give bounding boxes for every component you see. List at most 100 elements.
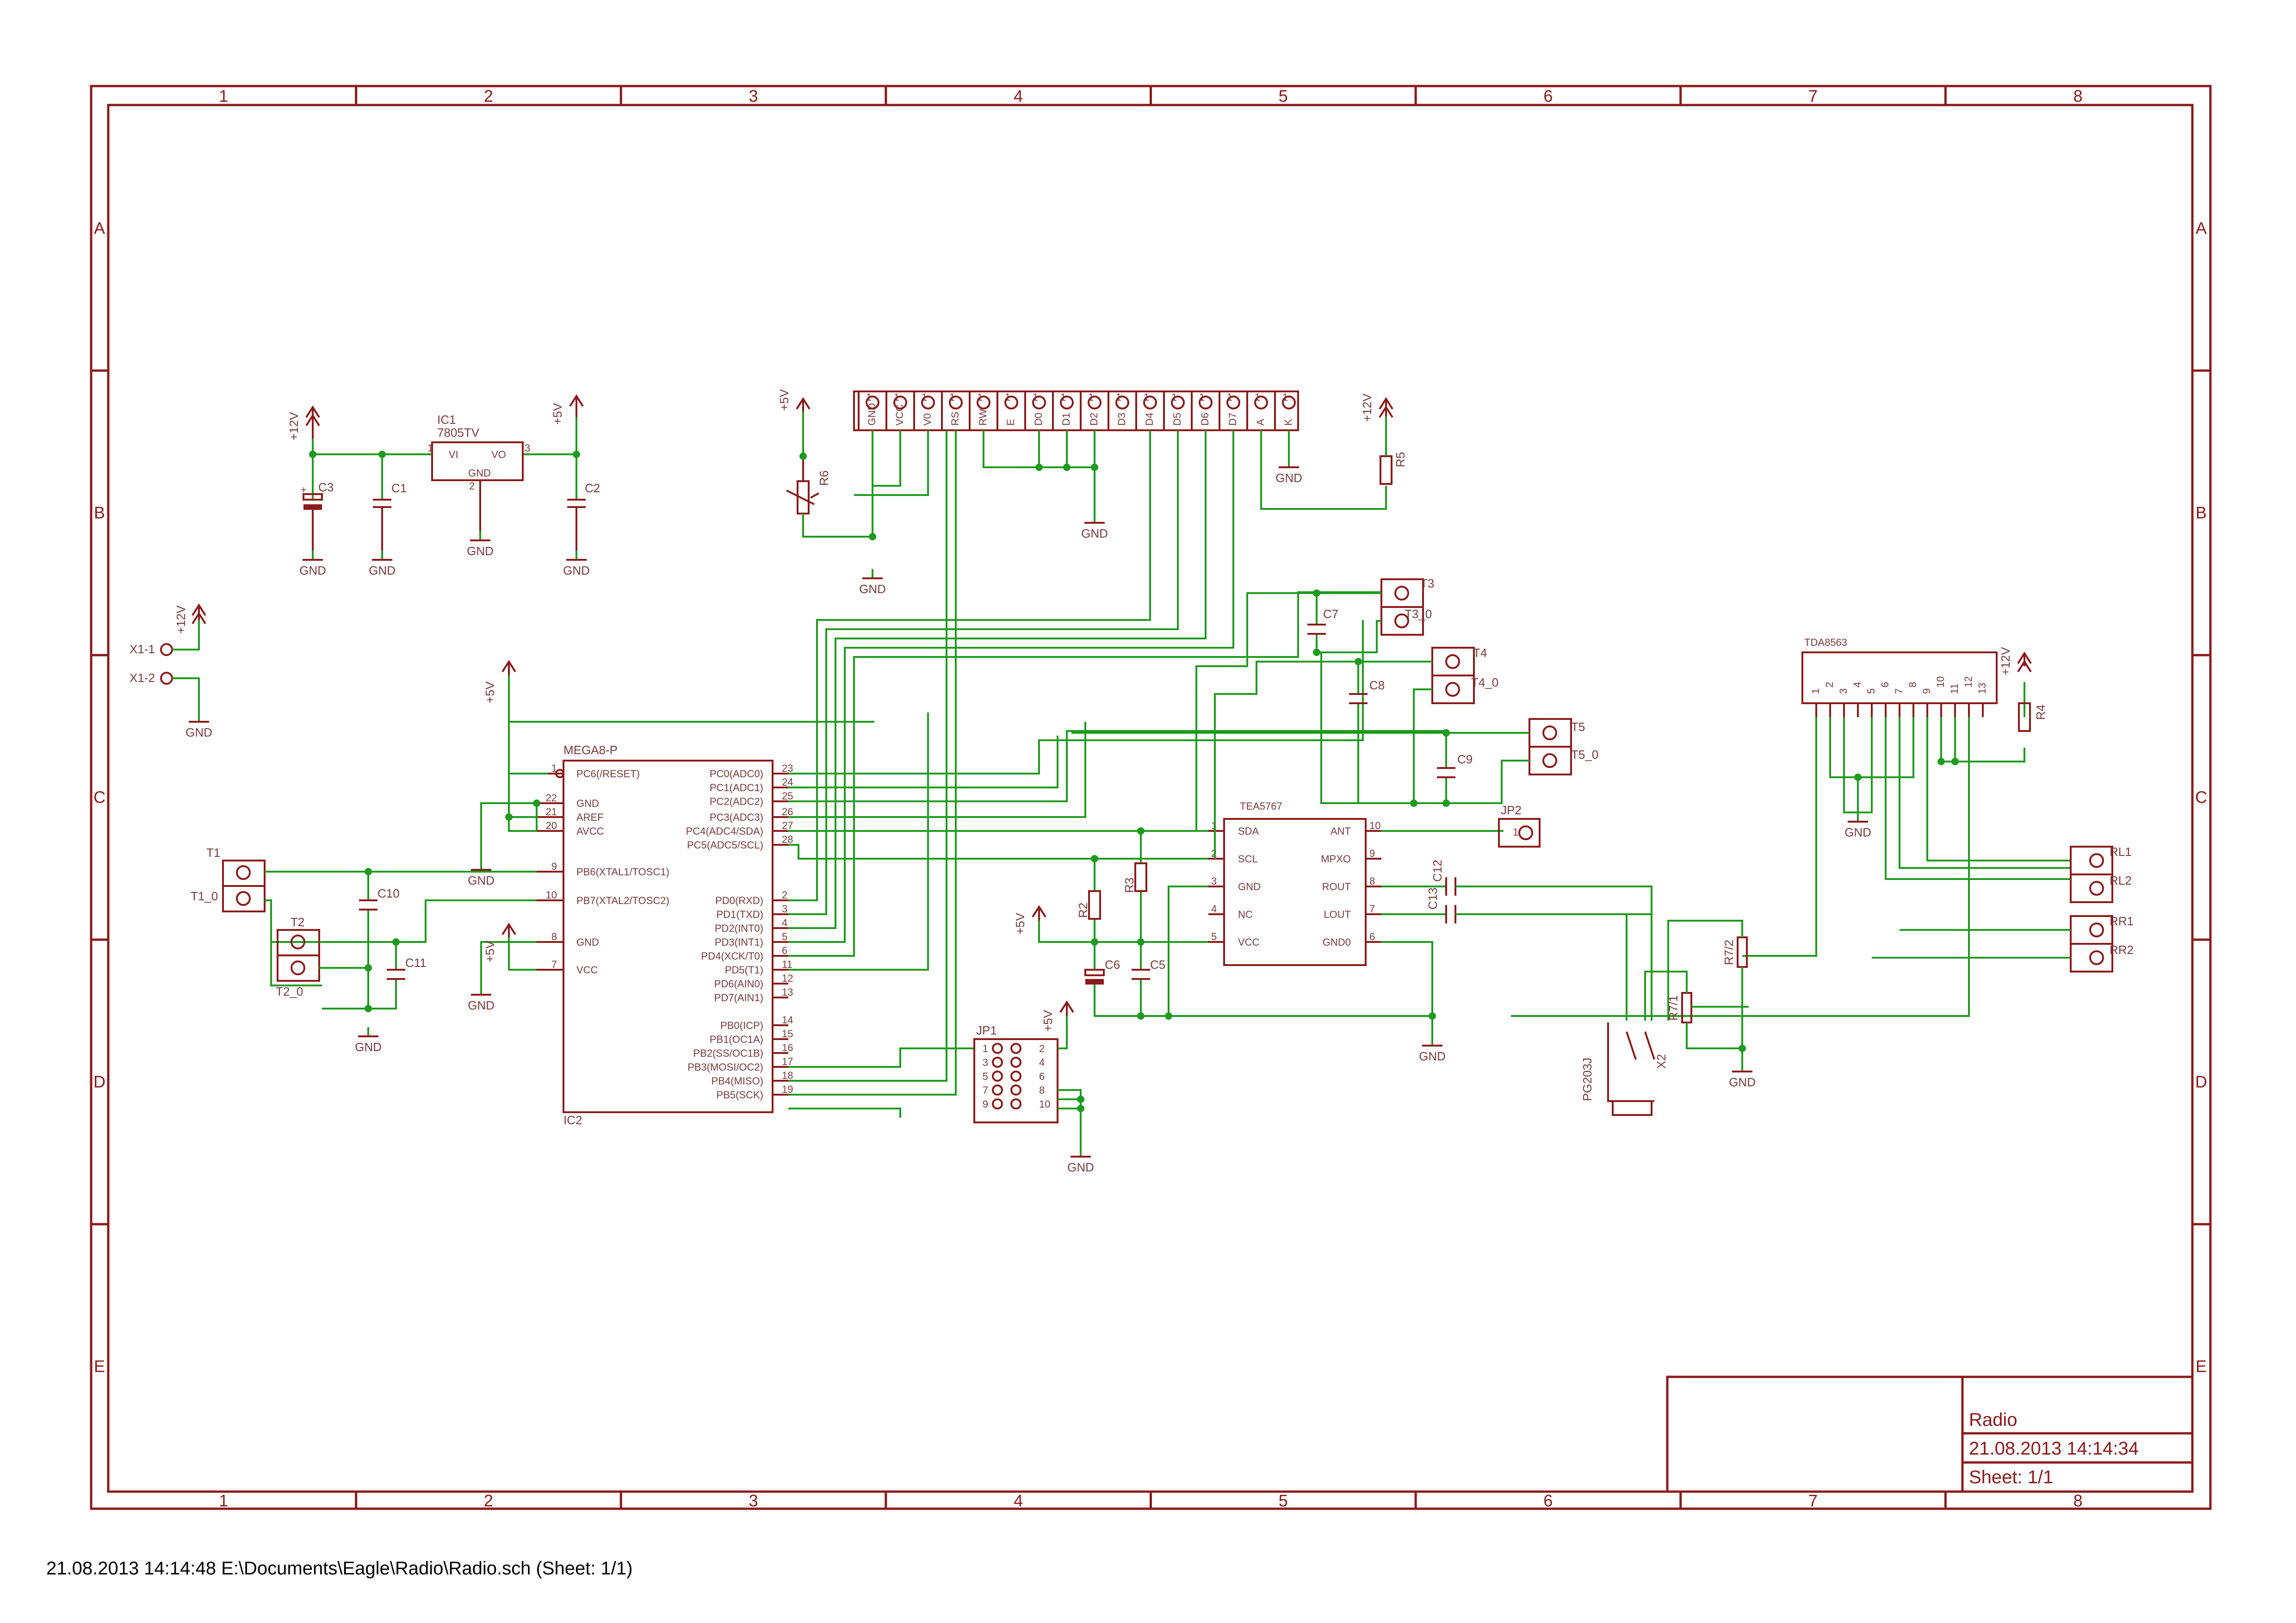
capacitor-c1: C1 xyxy=(373,481,407,551)
tda-pin-number: 4 xyxy=(1851,682,1863,688)
svg-text:C5: C5 xyxy=(1150,958,1165,972)
mega-pin-name: PB3(MOSI/OC2) xyxy=(687,1061,763,1073)
tea-pin-name: GND xyxy=(1238,881,1261,892)
mega-pin-name: PC6(/RESET) xyxy=(576,768,640,780)
power-12v-symbol: +12V xyxy=(287,405,320,440)
svg-text:RR1: RR1 xyxy=(2110,914,2134,928)
svg-text:+12V: +12V xyxy=(174,605,188,634)
lcd-pin-hole xyxy=(1199,396,1213,409)
lcd-pin-label: V0 xyxy=(922,413,933,426)
tea-pin-name: ANT xyxy=(1331,825,1351,837)
lcd-pin-number: 1 xyxy=(1144,391,1149,403)
mega-pin-name: PC3(ADC3) xyxy=(710,812,763,823)
mega-pin-number: 4 xyxy=(782,917,787,929)
svg-text:R6: R6 xyxy=(817,471,831,486)
svg-text:C13: C13 xyxy=(1426,887,1440,910)
svg-text:C9: C9 xyxy=(1457,752,1473,766)
lcd-pin-hole xyxy=(1254,396,1268,409)
lcd-pin-label: GND xyxy=(866,403,878,426)
lcd-pin-label: RS xyxy=(949,411,961,426)
lcd-pin-hole xyxy=(1032,396,1046,409)
tda-wiring: R4 +12V xyxy=(1511,647,2071,1017)
mega-pin-number: 21 xyxy=(546,806,557,818)
column-label-bottom: 7 xyxy=(1808,1491,1818,1510)
mega-pin-name: PB0(ICP) xyxy=(720,1020,763,1031)
jp1-pin-hole xyxy=(992,1057,1003,1068)
mega-pin-name: AVCC xyxy=(576,825,604,837)
svg-text:1: 1 xyxy=(427,442,433,454)
mega-pin-name: PB1(OC1A) xyxy=(710,1034,763,1045)
mega-pin-name: PC4(ADC4/SDA) xyxy=(686,825,763,837)
title-block: Radio 21.08.2013 14:14:34 Sheet: 1/1 xyxy=(1666,1375,2194,1493)
jp1-pin-hole xyxy=(1010,1098,1021,1109)
mega-pin-number: 16 xyxy=(782,1042,793,1053)
lcd-pin-hole xyxy=(1143,396,1157,409)
svg-text:T3_0: T3_0 xyxy=(1405,607,1432,621)
svg-text:GND: GND xyxy=(468,467,491,479)
svg-text:+12V: +12V xyxy=(1999,647,2012,675)
print-footer: 21.08.2013 14:14:48 E:\Documents\Eagle\R… xyxy=(46,1558,633,1579)
mega-pin-name: PC5(ADC5/SCL) xyxy=(687,839,763,851)
row-label-left: A xyxy=(94,219,105,238)
title-sheet: Sheet: 1/1 xyxy=(1969,1467,2053,1487)
column-label-bottom: 4 xyxy=(1014,1491,1023,1510)
svg-text:+5V: +5V xyxy=(1013,912,1027,935)
tea-pin-number: 10 xyxy=(1369,820,1380,831)
jp1-pin-number: 5 xyxy=(983,1071,988,1082)
row-label-right: E xyxy=(2196,1357,2207,1376)
tea-pin-name: GND0 xyxy=(1323,936,1351,948)
tda-pin-number: 2 xyxy=(1824,682,1835,688)
lcd-pin-number: 1 xyxy=(866,391,872,403)
jp1-pin-number: 8 xyxy=(1039,1084,1045,1096)
svg-text:C12: C12 xyxy=(1430,860,1444,882)
svg-text:R7/1: R7/1 xyxy=(1666,995,1680,1021)
row-label-right: B xyxy=(2196,503,2207,522)
lcd-pin-hole xyxy=(949,396,963,409)
gnd-label: GND xyxy=(1844,825,1871,839)
tda-pin-number: 9 xyxy=(1921,688,1932,694)
ic1-7805 xyxy=(431,441,524,481)
mega-left-wiring: +5V +5V xyxy=(271,660,874,985)
column-label-top: 2 xyxy=(484,87,493,105)
mega-pin-number: 20 xyxy=(546,820,557,831)
svg-text:1: 1 xyxy=(1513,826,1518,838)
mega-pin-number: 12 xyxy=(782,973,793,984)
svg-text:T2_0: T2_0 xyxy=(276,985,303,998)
row-label-left: D xyxy=(93,1072,105,1091)
jp1-pin-hole xyxy=(992,1071,1003,1082)
tda-pin-number: 13 xyxy=(1976,683,1988,694)
lcd-pin-hole xyxy=(1115,396,1129,409)
svg-text:+5V: +5V xyxy=(1041,1010,1055,1032)
lcd-pin-label: VCC xyxy=(894,404,905,426)
svg-text:T5_0: T5_0 xyxy=(1571,748,1598,762)
lcd-pin-hole xyxy=(1004,396,1018,409)
svg-text:X1-2: X1-2 xyxy=(130,671,155,685)
lcd-pin-number: 1 xyxy=(922,391,927,403)
tea-pin-number: 3 xyxy=(1211,875,1217,887)
lcd-pin-label: D4 xyxy=(1144,413,1155,426)
svg-text:X1-1: X1-1 xyxy=(130,642,155,656)
gnd-label: GND xyxy=(859,582,886,596)
tea-pin-name: ROUT xyxy=(1322,881,1351,892)
svg-text:X2: X2 xyxy=(1654,1054,1668,1069)
svg-text:TEA5767: TEA5767 xyxy=(1240,800,1282,812)
lcd-pin-number: 1 xyxy=(1199,391,1205,403)
title-name: Radio xyxy=(1969,1410,2018,1430)
lcd-pin-label: D5 xyxy=(1171,413,1183,426)
svg-text:+: + xyxy=(301,484,307,496)
lcd-pin-number: 1 xyxy=(1088,391,1094,403)
jp1-pin-number: 3 xyxy=(983,1057,988,1068)
mega-pin-number: 8 xyxy=(551,931,557,942)
jp1-pin-number: 4 xyxy=(1039,1057,1045,1068)
svg-text:R3: R3 xyxy=(1122,878,1136,893)
mega-pin-number: 1 xyxy=(551,762,557,774)
svg-text:3: 3 xyxy=(525,442,530,454)
svg-text:T4_0: T4_0 xyxy=(1471,675,1498,689)
mega-pin-number: 22 xyxy=(546,792,557,804)
gnd-label: GND xyxy=(1081,527,1108,540)
lcd-pin-number: 1 xyxy=(949,391,955,403)
jp1-pin-number: 10 xyxy=(1039,1098,1050,1110)
gnd-label: GND xyxy=(468,873,495,887)
